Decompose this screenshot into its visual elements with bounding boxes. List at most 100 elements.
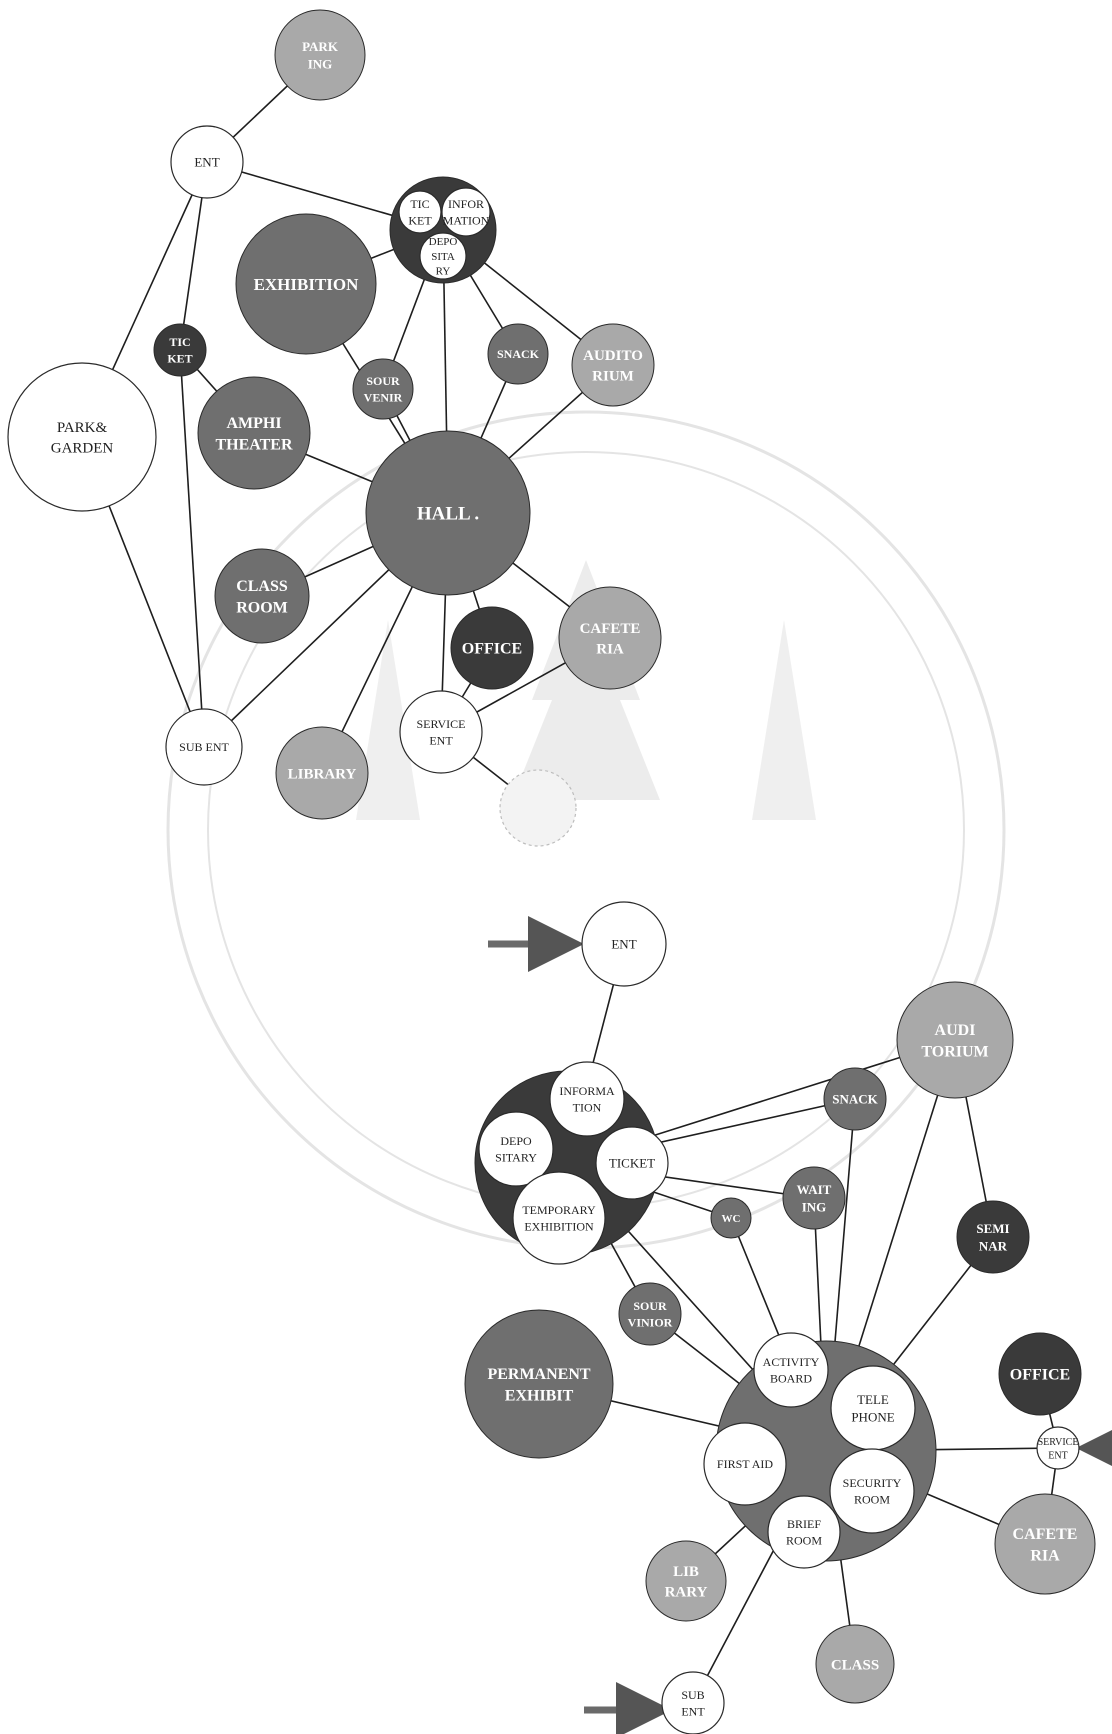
top-label-cafeteria-line-1: CAFETE (580, 621, 641, 637)
top-label-classroom-line-2: ROOM (236, 599, 288, 616)
bottom-label-auditorium-line-1: AUDI (935, 1022, 976, 1039)
top-bubble-ticket-c (398, 190, 442, 234)
top-label-cafeteria-line-2: RIA (596, 641, 624, 657)
bottom-label-cafeteria-line-2: RIA (1030, 1547, 1060, 1564)
bottom-node-auditorium: AUDI TORIUM (896, 981, 1014, 1099)
top-label-auditorium-line-2: RIUM (592, 368, 634, 384)
top-label-exhibition: EXHIBITION (254, 275, 360, 294)
bottom-bubble-activity-board (753, 1332, 829, 1408)
bottom-label-ticket: TICKET (609, 1156, 655, 1171)
bottom-bubble-office (998, 1332, 1082, 1416)
bottom-bubble-library (645, 1540, 727, 1622)
bottom-label-souvenir-line-1: SOUR (633, 1299, 667, 1313)
bottom-bubble-cafeteria (994, 1493, 1096, 1595)
bottom-bubble-seminar (956, 1200, 1030, 1274)
bottom-bubble-permanent-exhibit (464, 1309, 614, 1459)
top-label-ticket-c-line-2: KET (408, 213, 432, 227)
top-node-sub-ent: SUB ENT (165, 708, 243, 786)
bottom-bubble-wc (710, 1197, 752, 1239)
top-label-souvenir-line-2: VENIR (364, 390, 403, 404)
bottom-bubble-brief-room (767, 1495, 841, 1569)
bottom-node-first-aid: FIRST AID (703, 1422, 787, 1506)
diagram-top-links (81, 54, 614, 809)
bottom-label-cafeteria-line-1: CAFETE (1013, 1526, 1078, 1543)
bottom-label-activity-board-line-2: BOARD (770, 1371, 812, 1385)
top-bubble-auditorium (571, 323, 655, 407)
top-bubble-service-ent (399, 690, 483, 774)
top-node-amphitheater: AMPHI THEATER (197, 376, 311, 490)
bottom-label-waiting-line-1: WAIT (797, 1182, 832, 1197)
bottom-label-service-ent-line-2: ENT (1048, 1450, 1067, 1461)
top-node-ticket: TICKET (153, 323, 207, 377)
top-label-parking-line-1: PARK (302, 39, 339, 54)
bottom-label-depositary-line-2: SITARY (495, 1150, 537, 1164)
top-node-snack: SNACK (487, 323, 549, 385)
bottom-bubble-waiting (782, 1166, 846, 1230)
top-label-library: LIBRARY (288, 766, 357, 782)
bottom-label-depositary-line-1: DEPO (500, 1134, 532, 1148)
bottom-node-sub-ent: SUB ENT (661, 1671, 725, 1734)
top-label-snack: SNACK (497, 347, 540, 361)
top-label-depository-c-line-2: SITA (431, 251, 455, 263)
top-label-service-ent-line-2: ENT (429, 733, 453, 747)
bottom-label-first-aid: FIRST AID (717, 1457, 773, 1471)
top-node-park-garden: PARK&GARDEN (7, 362, 157, 512)
bottom-bubble-depositary (478, 1111, 554, 1187)
top-node-cafeteria: CAFETE RIA (558, 586, 662, 690)
bottom-bubble-telephone (830, 1365, 916, 1451)
bottom-node-wc: WC (710, 1197, 752, 1239)
bottom-label-temporary-exhibition-line-2: EXHIBITION (524, 1219, 594, 1233)
top-node-faint (499, 769, 577, 847)
top-bubble-sub-ent (165, 708, 243, 786)
bottom-label-auditorium-line-2: TORIUM (921, 1043, 988, 1060)
bottom-label-telephone-line-2: PHONE (851, 1409, 894, 1424)
diagram-top-nodes: PARKINGENTPARK&GARDENTICKETEXHIBITIONTIC… (7, 9, 662, 847)
top-label-amphitheater-line-2: THEATER (215, 436, 293, 453)
bottom-node-ticket: TICKET (595, 1126, 669, 1200)
top-label-hall: HALL . (417, 504, 479, 525)
bottom-label-seminar-line-1: SEMI (976, 1221, 1009, 1236)
bottom-label-wc: WC (722, 1213, 741, 1225)
bottom-bubble-class (815, 1624, 895, 1704)
top-label-office: OFFICE (462, 641, 522, 658)
bottom-label-class: CLASS (831, 1657, 879, 1673)
bottom-label-telephone-line-1: TELE (857, 1392, 889, 1407)
top-node-exhibition: EXHIBITION (235, 213, 377, 355)
top-label-amphitheater-line-1: AMPHI (226, 415, 281, 432)
top-label-information-c-line-1: INFOR (448, 197, 484, 211)
bottom-node-depositary: DEPO SITARY (478, 1111, 554, 1187)
bottom-bubble-security-room (829, 1448, 915, 1534)
top-bubble-library (275, 726, 369, 820)
top-label-information-c-line-2: MATION (443, 213, 490, 227)
bottom-label-service-ent-line-1: SERVICE (1038, 1437, 1079, 1448)
top-label-depository-c-line-1: DEPO (429, 236, 458, 248)
top-bubble-amphitheater (197, 376, 311, 490)
bottom-bubble-ticket (595, 1126, 669, 1200)
top-label-souvenir-line-1: SOUR (366, 374, 400, 388)
top-bubble-parking (274, 9, 366, 101)
bottom-node-telephone: TELE PHONE (830, 1365, 916, 1451)
top-label-ticket-line-1: TIC (169, 335, 190, 349)
bottom-label-information-line-1: INFORMA (559, 1084, 615, 1098)
top-node-information-c: INFOR MATION (441, 187, 491, 237)
top-bubble-hall (365, 430, 531, 596)
top-bubble-depository-c (419, 232, 467, 280)
bottom-node-service-ent: SERVICE ENT (1036, 1426, 1080, 1470)
top-node-ticket-c: TICKET (398, 190, 442, 234)
bottom-label-sub-ent-line-1: SUB (681, 1688, 704, 1702)
bottom-label-brief-room-line-2: ROOM (786, 1533, 822, 1547)
bottom-label-sub-ent-line-2: ENT (681, 1704, 705, 1718)
bottom-bubble-first-aid (703, 1422, 787, 1506)
seal-side-emblems (356, 620, 816, 820)
top-bubble-snack (487, 323, 549, 385)
